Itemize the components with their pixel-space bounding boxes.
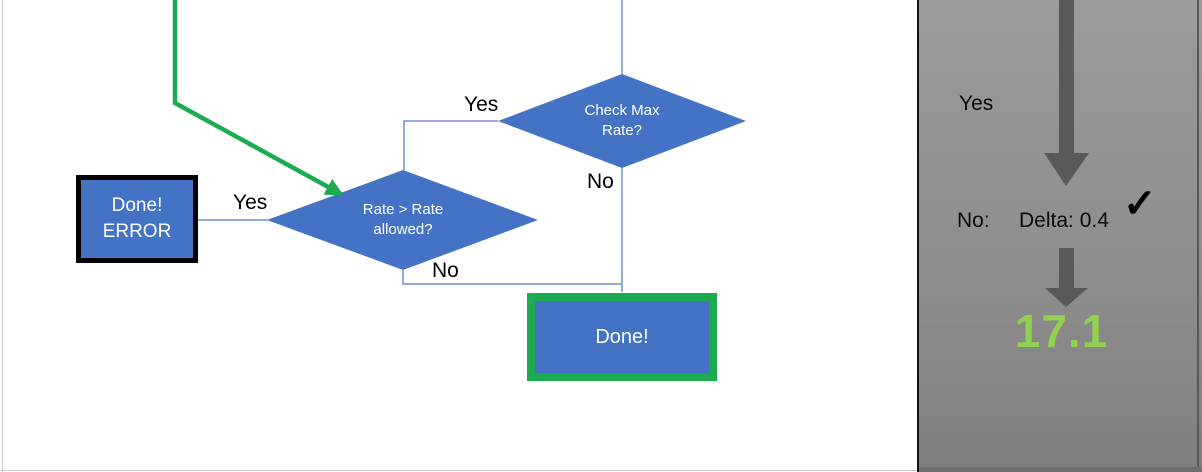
done-error-line2: ERROR bbox=[102, 221, 172, 242]
panel-no-label: No: bbox=[957, 209, 990, 232]
checkmark-icon: ✓ bbox=[1123, 182, 1157, 226]
slide-bottom-edge bbox=[0, 470, 917, 471]
label-yes-to-rate-allowed: Yes bbox=[464, 93, 499, 116]
connector-yes-check-max-to-rate bbox=[403, 120, 498, 170]
label-no-from-check-max: No bbox=[587, 170, 614, 193]
decision-rate-allowed-shape bbox=[267, 170, 538, 270]
done-error-line1: Done! bbox=[111, 195, 163, 216]
done-error-box: Done! ERROR bbox=[76, 175, 198, 263]
done-box: Done! bbox=[527, 293, 717, 381]
label-no-from-rate-allowed: No bbox=[432, 259, 459, 282]
result-value: 17.1 bbox=[1014, 305, 1109, 357]
panel-right-border bbox=[1197, 0, 1199, 472]
flowchart-canvas bbox=[172, 0, 746, 292]
done-label: Done! bbox=[595, 325, 649, 348]
decision-check-max-rate-shape bbox=[498, 74, 746, 168]
down-arrow-large-icon bbox=[1044, 0, 1089, 186]
panel-yes-label: Yes bbox=[959, 92, 994, 115]
label-yes-to-done-error: Yes bbox=[233, 191, 268, 214]
down-arrow-small-icon bbox=[1045, 248, 1088, 307]
panel-bottom-border bbox=[919, 467, 1202, 472]
side-panel: Yes No: Delta: 0.4 ✓ 17.1 bbox=[917, 0, 1202, 472]
green-path-arrow bbox=[172, 0, 344, 196]
panel-delta-value: Delta: 0.4 bbox=[1019, 209, 1109, 232]
slide-left-edge bbox=[2, 0, 3, 472]
connector-no-rate-to-done bbox=[402, 270, 621, 285]
